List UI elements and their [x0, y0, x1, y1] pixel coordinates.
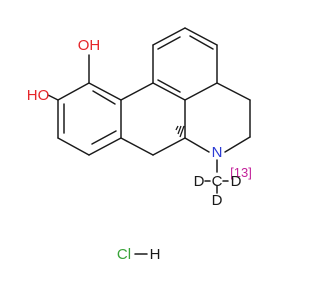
deuterium-right-label: D [231, 173, 242, 190]
molecule-structure: OH HO N [13] C D D D Cl H [27, 27, 252, 263]
chlorine-label: Cl [117, 246, 131, 263]
hydroxyl-top-label: OH [78, 37, 101, 54]
deuterium-bottom-label: D [212, 192, 223, 209]
carbon-13-isotope-label: [13] [230, 165, 252, 180]
deuterium-left-label: D [194, 173, 205, 190]
hydroxyl-left-label: HO [27, 87, 50, 104]
hydrogen-label: H [150, 246, 161, 263]
nitrogen-label: N [212, 144, 223, 161]
structure-diagram: OH HO N [13] C D D D Cl H [27, 27, 252, 263]
bond-skeleton [47, 27, 251, 255]
methyl-carbon-label: C [212, 173, 223, 190]
